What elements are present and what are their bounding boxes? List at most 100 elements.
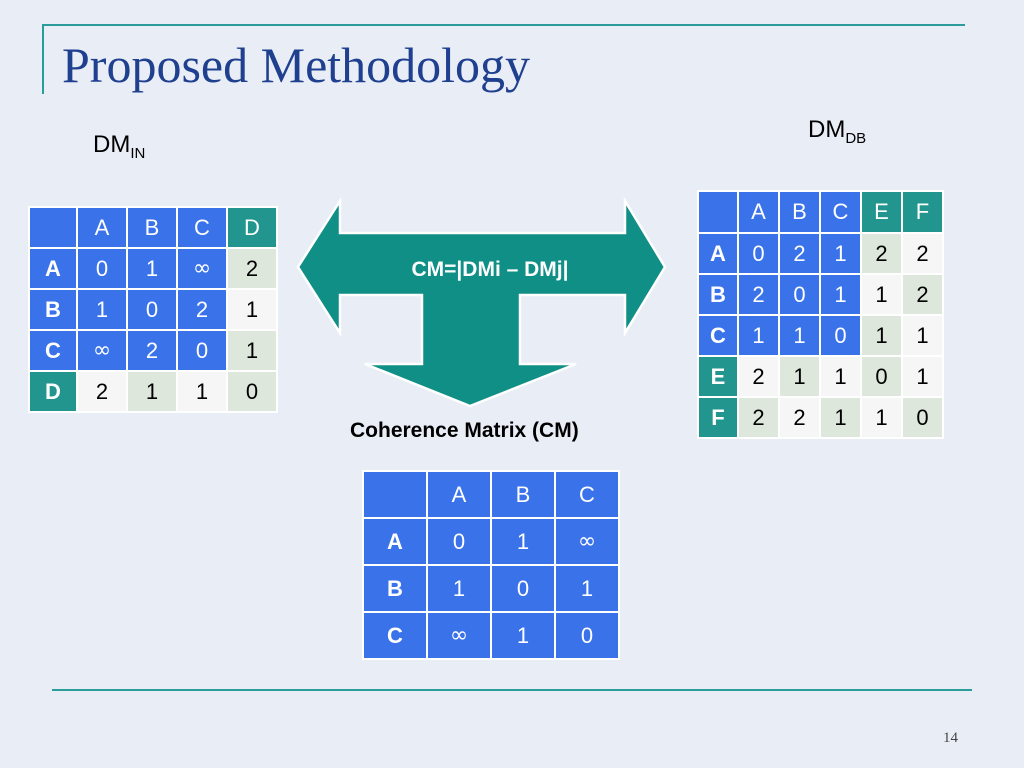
table-corner [28,206,78,249]
table-row: A 0 1 ∞ [362,517,620,566]
cell: 2 [737,355,780,398]
row-header: A [28,247,78,290]
cell: 2 [778,232,821,275]
row-header: A [362,517,428,566]
cell: 0 [76,247,128,290]
cell: 1 [490,517,556,566]
cell: 1 [126,247,178,290]
table-row: D 2 1 1 0 [28,370,278,413]
col-header: C [176,206,228,249]
row-header: F [697,396,739,439]
cell: 1 [860,273,903,316]
cm-formula: CM=|DMi – DMj| [411,258,569,281]
cell: 2 [126,329,178,372]
table-corner [697,190,739,234]
cell: 1 [737,314,780,357]
cell: 0 [901,396,944,439]
col-header: B [778,190,821,234]
cell: ∞ [176,247,228,290]
slide-number: 14 [943,730,958,746]
row-header: D [28,370,78,413]
table-row: C 1 1 0 1 1 [697,314,944,357]
cell: 1 [226,288,278,331]
cell: 2 [860,232,903,275]
cell: 2 [76,370,128,413]
cell: 1 [490,611,556,660]
col-header: A [76,206,128,249]
table-row: E 2 1 1 0 1 [697,355,944,398]
cm-table: A B C A 0 1 ∞ B 1 0 1 C ∞ 1 0 [362,470,620,660]
col-header: C [819,190,862,234]
cm-caption: Coherence Matrix (CM) [350,419,579,442]
cell: 1 [901,314,944,357]
cell: 1 [76,288,128,331]
dm-in-label: DMIN [93,131,146,162]
row-header: B [697,273,739,316]
cell: ∞ [426,611,492,660]
cell: 1 [778,314,821,357]
table-row: C ∞ 2 0 1 [28,329,278,372]
cell: 2 [226,247,278,290]
cell: 2 [737,273,780,316]
dm-db-label-sub: DB [845,130,867,147]
cell: 2 [901,273,944,316]
cell: 2 [176,288,228,331]
cell: 1 [819,355,862,398]
col-header: F [901,190,944,234]
cell: 1 [554,564,620,613]
row-header: B [362,564,428,613]
cell: 0 [778,273,821,316]
dm-db-label: DMDB [808,118,867,147]
row-header: E [697,355,739,398]
table-row: A 0 2 1 2 2 [697,232,944,275]
cell: ∞ [554,517,620,566]
cell: 0 [176,329,228,372]
table-row: A 0 1 ∞ 2 [28,247,278,290]
row-header: C [697,314,739,357]
cell: 0 [819,314,862,357]
cell: 1 [819,232,862,275]
left-rule [42,24,44,94]
col-header: B [126,206,178,249]
cell: 1 [860,396,903,439]
row-header: C [28,329,78,372]
cell: 2 [737,396,780,439]
col-header: A [737,190,780,234]
cell: 0 [490,564,556,613]
cell: 1 [860,314,903,357]
cell: 0 [426,517,492,566]
dm-in-table: A B C D A 0 1 ∞ 2 B 1 0 2 1 C ∞ 2 0 1 D … [28,206,278,413]
cell: 1 [126,370,178,413]
cell: 1 [901,355,944,398]
dm-in-label-sub: IN [130,145,146,162]
table-row: B 2 0 1 1 2 [697,273,944,316]
cell: 1 [426,564,492,613]
cell: 1 [176,370,228,413]
cell: 1 [819,396,862,439]
arrow-shape [296,196,667,408]
cell: ∞ [76,329,128,372]
col-header: A [426,470,492,519]
table-row: B 1 0 1 [362,564,620,613]
col-header: B [490,470,556,519]
row-header: B [28,288,78,331]
row-header: A [697,232,739,275]
cell: 2 [901,232,944,275]
cell: 1 [819,273,862,316]
table-row: C ∞ 1 0 [362,611,620,660]
cell: 0 [226,370,278,413]
row-header: C [362,611,428,660]
table-row: B 1 0 2 1 [28,288,278,331]
col-header: C [554,470,620,519]
dm-in-label-main: DM [93,131,131,158]
cell: 0 [737,232,780,275]
cell: 0 [860,355,903,398]
cell: 1 [226,329,278,372]
cell: 0 [554,611,620,660]
cell: 0 [126,288,178,331]
dm-db-table: A B C E F A 0 2 1 2 2 B 2 0 1 1 2 C 1 1 … [697,190,944,439]
cell: 2 [778,396,821,439]
bottom-rule [52,689,972,691]
table-corner [362,470,428,519]
